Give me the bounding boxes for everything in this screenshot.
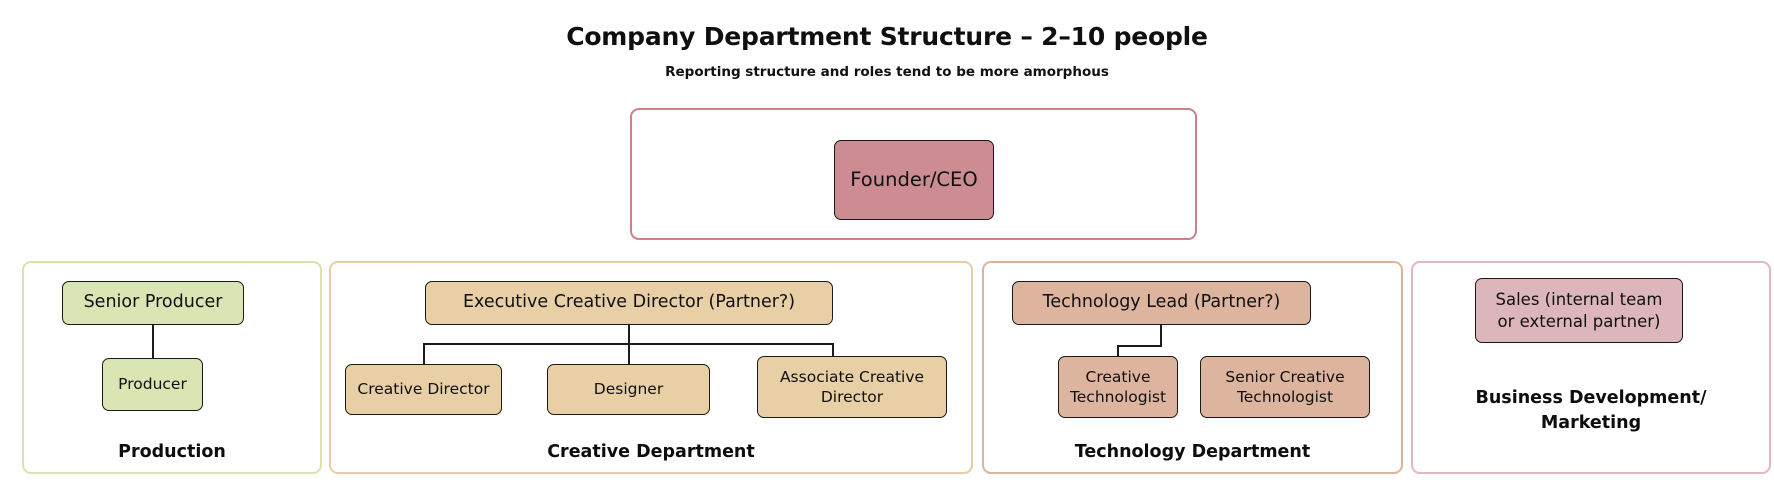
node-producer-label: Producer [118,375,187,394]
page-subtitle: Reporting structure and roles tend to be… [665,64,1109,80]
department-caption-bizdev: Business Development/ Marketing [1411,386,1771,436]
node-sales[interactable]: Sales (internal team or external partner… [1475,278,1683,343]
node-founder-ceo-label: Founder/CEO [850,168,978,192]
node-executive-creative-director-label: Executive Creative Director (Partner?) [462,292,796,313]
node-designer[interactable]: Designer [547,364,710,415]
node-creative-director-label: Creative Director [357,380,490,399]
node-creative-technologist-label: Creative Technologist [1069,367,1167,406]
node-senior-producer-label: Senior Producer [83,292,223,313]
connector-technology-drop [1117,345,1119,363]
node-technology-lead[interactable]: Technology Lead (Partner?) [1012,281,1311,325]
node-senior-creative-technologist[interactable]: Senior Creative Technologist [1200,356,1370,418]
node-senior-producer[interactable]: Senior Producer [62,281,244,325]
department-caption-technology: Technology Department [982,440,1403,465]
node-designer-label: Designer [593,380,664,399]
department-caption-bizdev-line1: Business Development/ [1475,388,1707,408]
node-founder-ceo[interactable]: Founder/CEO [834,140,994,220]
connector-creative-drop-2 [628,343,630,364]
connector-creative-drop-3 [832,343,834,364]
connector-production-stem [152,325,154,358]
node-associate-creative-director-label: Associate Creative Director [779,367,925,406]
department-caption-technology-text: Technology Department [1074,442,1311,462]
node-creative-director[interactable]: Creative Director [345,364,502,415]
connector-technology-stem [1160,325,1162,345]
department-caption-production: Production [22,440,322,465]
node-technology-lead-label: Technology Lead (Partner?) [1042,292,1281,313]
department-caption-bizdev-line2: Marketing [1540,412,1642,433]
page-title: Company Department Structure – 2–10 peop… [566,22,1208,51]
department-caption-creative-text: Creative Department [547,442,755,462]
department-caption-creative: Creative Department [329,440,973,465]
department-caption-production-text: Production [118,442,226,462]
node-senior-creative-technologist-label: Senior Creative Technologist [1225,367,1345,406]
connector-creative-stem [628,325,630,343]
connector-technology-bus [1117,345,1162,347]
node-associate-creative-director[interactable]: Associate Creative Director [757,356,947,418]
connector-creative-drop-1 [423,343,425,364]
node-producer[interactable]: Producer [102,358,203,411]
node-creative-technologist[interactable]: Creative Technologist [1058,356,1178,418]
node-executive-creative-director[interactable]: Executive Creative Director (Partner?) [425,281,833,325]
node-sales-label-line1: Sales (internal team [1495,289,1663,309]
node-sales-label-line2: or external partner) [1497,311,1661,331]
